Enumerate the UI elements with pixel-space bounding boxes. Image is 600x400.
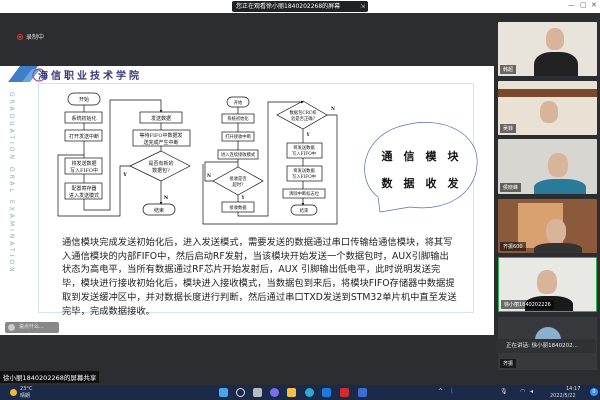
recording-label: 录制中 — [26, 34, 45, 41]
fc-init — [64, 111, 103, 124]
exit-fullscreen-icon[interactable]: ⇲ — [359, 3, 365, 10]
fc-label: 写入FIFO中 — [70, 167, 98, 174]
slide-content-frame — [38, 83, 474, 313]
participant-name: 齐振600 — [500, 242, 526, 251]
participant-name: 徐小丽1840202226 — [501, 300, 554, 309]
fc-label: 配置寄存器 — [71, 185, 96, 192]
fc-label: 超时? — [233, 181, 245, 188]
speaking-indicator: 正在讲话: 徐小丽1840202... — [496, 339, 596, 353]
bubble-line: 通 信 模 块 — [382, 149, 460, 163]
fc-label: 打开接收中断 — [225, 133, 251, 140]
search-icon[interactable] — [236, 388, 245, 397]
share-banner-text: 您正在观看徐小丽1840202268的屏幕 — [236, 3, 341, 10]
participant-name: 韩超 — [500, 65, 517, 74]
fc-label: 是否有新的 — [148, 160, 173, 167]
fc-label: 开始 — [79, 96, 89, 103]
fc-label: 系统初始化 — [227, 115, 249, 122]
fc-label: 将发送数据 — [71, 160, 96, 167]
edge-icon[interactable] — [305, 388, 314, 397]
logo-text: 海信职业技术学院 — [38, 71, 142, 82]
notification-badge[interactable]: 0 — [590, 388, 598, 396]
participant-tile-active[interactable]: 徐小丽1840202226 — [498, 257, 597, 312]
fc-label: 验是否正确? — [291, 115, 315, 122]
word-icon[interactable] — [358, 388, 367, 397]
wps-icon[interactable] — [340, 388, 349, 397]
fc-label: 清除中断标志位 — [289, 190, 320, 197]
meeting-app-icon[interactable] — [322, 388, 331, 397]
fc-label: 进入连续接收模式 — [221, 151, 256, 158]
bluetooth-icon[interactable]: ᛒ — [450, 388, 454, 395]
speech-bubble: 通 信 模 块 数 据 收 发 — [364, 122, 478, 213]
fc-label: 结束 — [300, 207, 309, 214]
fc-label: N — [207, 174, 211, 179]
fc-label: 等待FIFO中数据发 — [139, 132, 182, 139]
toolbar-text: 说点什么... — [19, 324, 44, 330]
clock-date[interactable]: 2022/5/22 — [550, 393, 576, 399]
task-view-icon[interactable] — [253, 388, 262, 397]
fc-label: 进入发送模式 — [69, 192, 99, 199]
wifi-icon[interactable]: ◠ — [520, 388, 526, 395]
participant-name: 吴菲 — [500, 124, 517, 133]
fc-label: 送完成产生中断 — [143, 139, 178, 146]
fc-label: 写入FIFO中 — [292, 173, 316, 180]
volume-icon[interactable]: ◂ — [530, 388, 534, 395]
chat-app-icon[interactable] — [270, 388, 279, 397]
fc-label: 接收数据 — [229, 204, 247, 211]
tray-expand-icon[interactable]: ^ — [438, 388, 444, 395]
fc-label: Y — [122, 172, 127, 178]
fc-label: 接收是否 — [229, 175, 247, 182]
fc-label: 打开发送中断 — [69, 133, 99, 140]
participant-name: 侯晓峰 — [500, 183, 522, 192]
fc-open-int — [64, 129, 103, 142]
fc-label: 数据包? — [152, 167, 170, 174]
bubble-line: 数 据 收 发 — [382, 176, 460, 190]
share-banner[interactable]: 您正在观看徐小丽1840202268的屏幕 ⇲ — [232, 1, 368, 12]
taskbar — [0, 385, 600, 400]
fc-config — [64, 182, 103, 200]
fc-label: 将发送数据 — [293, 144, 315, 151]
flowchart-send-labels: 开始 系统初始化 打开发送中断 将发送数据 写入FIFO中 配置寄存器 进入发送… — [69, 96, 183, 214]
fc-label: 结束 — [154, 207, 164, 214]
flowchart-recv — [202, 96, 338, 225]
fc-label: 将发送数据 — [293, 167, 315, 174]
participant-tile[interactable]: 韩超 — [498, 22, 597, 76]
file-explorer-icon[interactable] — [287, 388, 296, 397]
flowcharts: 开始 系统初始化 打开发送中断 将发送数据 写入FIFO中 配置寄存器 进入发送… — [57, 92, 478, 225]
close-button[interactable]: ✕ — [591, 1, 597, 9]
meeting-top-band — [0, 13, 494, 66]
fc-label: N — [164, 195, 169, 201]
weather-icon — [10, 389, 17, 396]
fc-label: 系统初始化 — [71, 115, 96, 122]
recording-icon — [17, 34, 23, 40]
fc-write-fifo — [64, 157, 103, 175]
vertical-caption: GRADUATION ORAL EXAMINATION — [8, 92, 15, 275]
annotation-toolbar[interactable]: 说点什么... — [5, 322, 59, 333]
participant-tile[interactable]: 吴菲 — [498, 81, 597, 135]
restore-button[interactable]: ▢ — [580, 1, 587, 9]
fc-label: 数据包CRC校 — [290, 109, 318, 116]
participant-tile[interactable]: 侯晓峰 — [498, 139, 597, 194]
fc-label: 发送数据 — [151, 115, 171, 122]
flowchart-recv-labels: 开始 系统初始化 打开接收中断 进入连续接收模式 接收是否 超时? 接收数据 数… — [207, 99, 335, 214]
flowchart-send — [57, 92, 191, 217]
fc-label: N — [331, 107, 335, 112]
fc-label: Y — [305, 133, 310, 138]
fc-label: Y — [240, 196, 245, 201]
start-icon[interactable] — [219, 388, 228, 397]
college-logo — [8, 66, 46, 82]
mic-icon[interactable]: 🎙 — [500, 388, 508, 395]
chat-icon — [8, 324, 15, 331]
presenter-label: 徐小丽1840202268的屏幕共享 — [0, 371, 100, 383]
fc-label: 写入FIFO中 — [292, 150, 316, 157]
clock-time[interactable]: 14:17 — [566, 386, 581, 392]
minimize-button[interactable]: — — [568, 1, 575, 9]
weather-temp[interactable]: 23°C — [20, 386, 33, 392]
fc-label: 开始 — [234, 99, 243, 106]
participant-tile[interactable]: 齐振600 — [498, 199, 597, 253]
slide-paragraph: 通信模块完成发送初始化后，进入发送模式，需要发送的数据通过串口传输给通信模块，将… — [62, 237, 457, 317]
weather-desc[interactable]: 晴朗 — [20, 393, 31, 399]
fc-wait — [132, 129, 191, 147]
participant-name: 齐振 — [500, 359, 517, 368]
